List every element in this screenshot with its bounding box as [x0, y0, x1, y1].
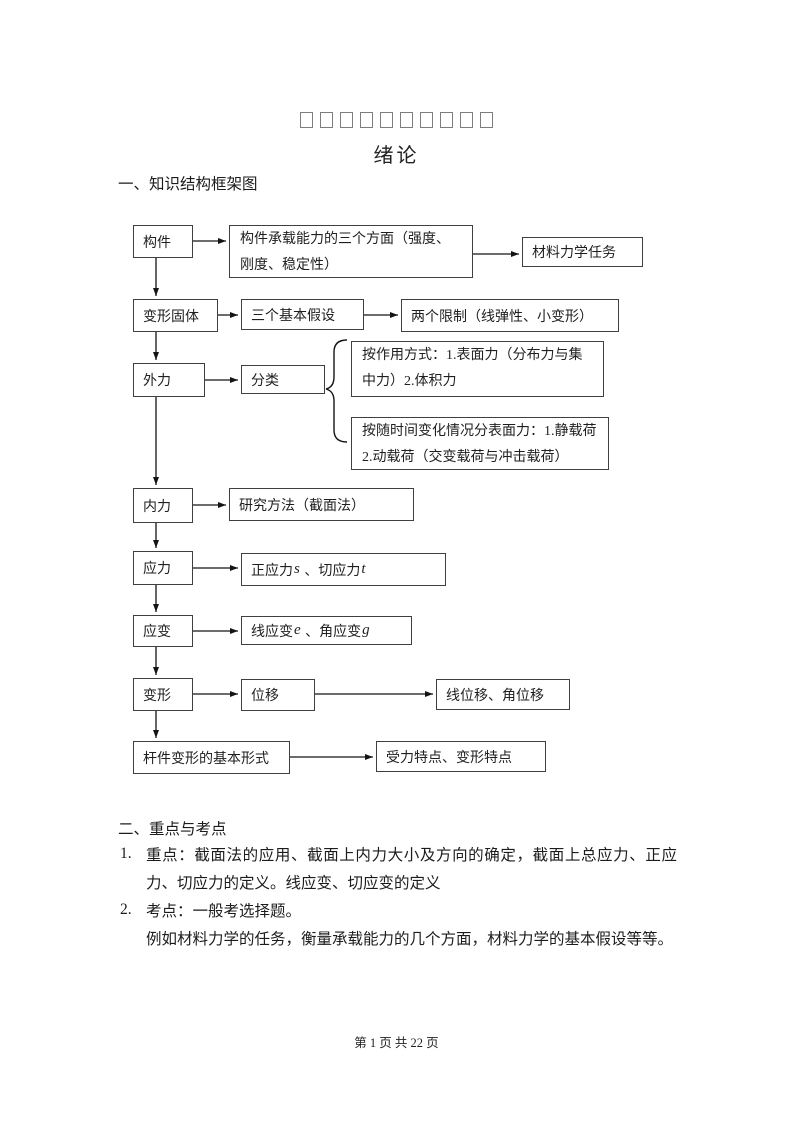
node-internal-force: 内力: [133, 488, 193, 523]
note2-number: 2.: [120, 901, 132, 918]
missing-glyph-box: [440, 112, 453, 129]
classification-brace: [325, 339, 348, 443]
sigma-symbol: s: [294, 561, 300, 577]
node-external-force: 外力: [133, 363, 205, 397]
missing-glyph-box: [480, 112, 493, 129]
strain-types-text: 、角应变: [301, 624, 362, 640]
gamma-symbol: g: [362, 622, 370, 638]
note2-line2: 例如材料力学的任务，衡量承载能力的几个方面，材料力学的基本假设等等。: [146, 931, 674, 948]
node-force-deformation-features: 受力特点、变形特点: [376, 741, 546, 772]
missing-glyph-box: [340, 112, 353, 129]
stress-types-text: 、切应力: [300, 563, 361, 579]
node-mechanics-task: 材料力学任务: [522, 237, 643, 267]
doc-subtitle: 绪论: [373, 145, 420, 167]
note1-line1: 重点：截面法的应用、截面上内力大小及方向的确定，截面上总应力、正应: [146, 847, 677, 864]
node-two-limits: 两个限制（线弹性、小变形）: [401, 299, 619, 332]
missing-glyph-box: [320, 112, 333, 129]
node-capacity-aspects: 构件承载能力的三个方面（强度、刚度、稳定性）: [229, 225, 473, 278]
node-stress: 应力: [133, 551, 193, 585]
node-displacement: 位移: [241, 679, 315, 711]
node-basic-assumptions: 三个基本假设: [241, 299, 364, 330]
node-research-method: 研究方法（截面法）: [229, 488, 414, 521]
missing-glyph-box: [380, 112, 393, 129]
stress-types-text: 正应力: [251, 563, 293, 579]
node-deformable-solid: 变形固体: [133, 299, 218, 332]
tau-symbol: t: [361, 561, 366, 577]
node-displacement-types: 线位移、角位移: [436, 679, 570, 710]
section2-heading: 二、重点与考点: [118, 821, 227, 838]
section1-heading: 一、知识结构框架图: [118, 176, 258, 193]
missing-glyph-box: [400, 112, 413, 129]
missing-glyph-box: [360, 112, 373, 129]
node-by-time-variation: 按随时间变化情况分表面力：1.静载荷 2.动载荷（交变载荷与冲击载荷）: [351, 417, 609, 470]
node-bar-deformation-forms: 杆件变形的基本形式: [133, 741, 290, 774]
note2-line1: 考点：一般考选择题。: [146, 903, 302, 920]
node-strain: 应变: [133, 615, 193, 647]
page-footer: 第 1 页 共 22 页: [354, 1036, 439, 1050]
missing-glyph-box: [460, 112, 473, 129]
missing-glyph-box: [420, 112, 433, 129]
node-component: 构件: [133, 225, 193, 258]
strain-types-text: 线应变: [251, 624, 293, 640]
node-deformation: 变形: [133, 678, 193, 711]
missing-glyph-box: [300, 112, 313, 129]
note1-number: 1.: [120, 845, 132, 862]
note1-line2: 力、切应力的定义。线应变、切应变的定义: [146, 875, 441, 892]
node-by-action-mode: 按作用方式：1.表面力（分布力与集中力）2.体积力: [351, 341, 604, 397]
epsilon-symbol: e: [294, 622, 301, 638]
title-missing-glyphs: [0, 111, 793, 129]
node-classification: 分类: [241, 365, 325, 394]
